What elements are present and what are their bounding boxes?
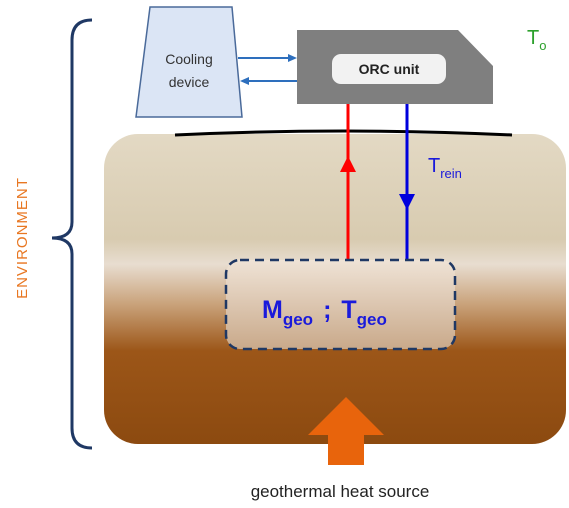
environment-brace xyxy=(51,18,93,450)
environment-label: ENVIRONMENT xyxy=(14,177,31,299)
ground-surface-line xyxy=(174,129,513,137)
cooling-to-orc-arrowhead xyxy=(288,54,297,62)
ambient-temperature: To xyxy=(527,27,546,53)
production-pipe-arrowhead xyxy=(340,156,356,172)
cooling-device-label-line1: Cooling xyxy=(165,51,212,67)
reinjection-temperature: Trein xyxy=(428,155,462,181)
orc-to-cooling-arrowhead xyxy=(240,77,249,85)
reservoir-parameters: Mgeo;Tgeo xyxy=(262,296,387,329)
cooling-device xyxy=(135,6,243,118)
reservoir-box xyxy=(224,258,457,351)
reinjection-pipe-arrowhead xyxy=(399,194,415,210)
heat-source-label: geothermal heat source xyxy=(251,482,430,501)
heat-source-arrow xyxy=(308,397,384,465)
orc-unit-label: ORC unit xyxy=(359,61,420,77)
orc-unit-label-box xyxy=(332,54,446,84)
cooling-device-label-line2: device xyxy=(169,74,210,90)
